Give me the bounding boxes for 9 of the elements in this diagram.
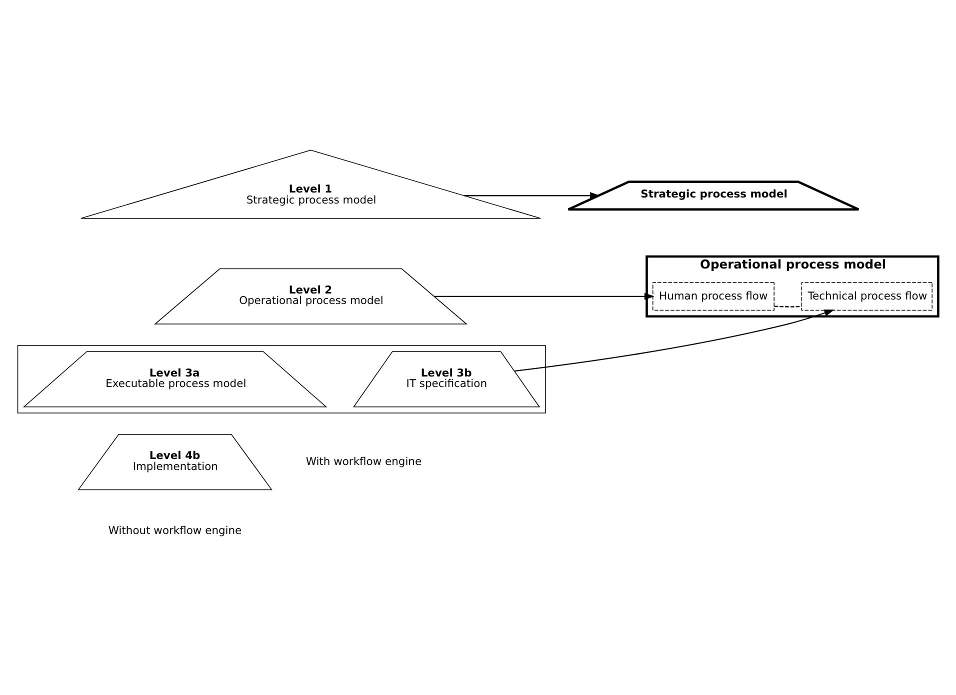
cluster	[17, 345, 546, 414]
connector	[774, 306, 802, 308]
arrow	[464, 192, 600, 200]
label: Without workflow engine	[108, 524, 242, 537]
arrow	[514, 310, 834, 372]
label: With workflow engine	[306, 454, 422, 468]
node-box: Human process flow	[652, 282, 774, 311]
node-box: Technical process flow	[801, 282, 932, 311]
arrow	[434, 292, 654, 300]
